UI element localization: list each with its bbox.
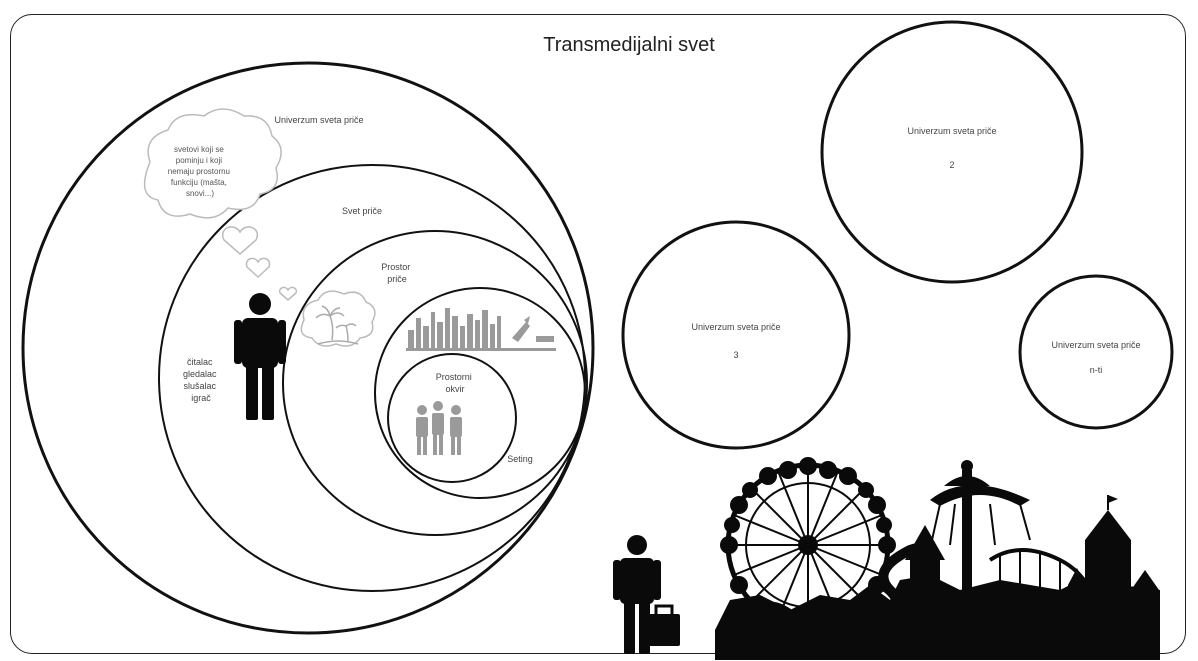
person-icon xyxy=(234,293,286,420)
story-space-label: Prostor priče xyxy=(381,262,413,284)
universe-3-label: Univerzum sveta priče xyxy=(691,322,780,332)
universe-3-number: 3 xyxy=(733,350,738,360)
story-world-circle xyxy=(158,164,586,592)
people-group-icon xyxy=(416,401,462,455)
heart-icon xyxy=(221,226,259,255)
universe-3-circle xyxy=(621,220,851,450)
universe-2-circle xyxy=(820,20,1084,284)
story-space-circle xyxy=(282,230,588,536)
other-universes xyxy=(621,20,1174,450)
palm-island-cloud xyxy=(300,290,376,347)
frame-circle xyxy=(387,353,517,483)
heart-icon xyxy=(245,257,271,279)
shopper-icon xyxy=(613,535,680,654)
main-universe-group xyxy=(21,61,595,635)
universe-label: Univerzum sveta priče xyxy=(274,115,363,125)
palm-tree-icon xyxy=(315,305,359,345)
setting-label: Seting xyxy=(507,454,533,464)
inner-space-circle xyxy=(374,287,586,499)
universe-circle xyxy=(21,61,595,635)
amusement-park-icon xyxy=(715,457,1160,660)
universe-n-circle xyxy=(1018,274,1174,430)
heart-icon-trail xyxy=(221,226,298,301)
thought-bubble-text: svetovi koji se pominju i koji nemaju pr… xyxy=(168,145,233,198)
thought-bubble: svetovi koji se pominju i koji nemaju pr… xyxy=(143,108,282,219)
diagram-title: Transmedijalni svet xyxy=(543,34,715,56)
heart-icon xyxy=(278,286,298,301)
story-world-label: Svet priče xyxy=(342,206,382,216)
frame-label: Prostorni okvir xyxy=(436,372,475,394)
universe-n-label: Univerzum sveta priče xyxy=(1051,340,1140,350)
city-skyline-icon xyxy=(406,308,556,351)
universe-2-number: 2 xyxy=(949,160,954,170)
audience-label: čitalac gledalac slušalac igrač xyxy=(183,357,219,403)
universe-2-label: Univerzum sveta priče xyxy=(907,126,996,136)
universe-n-number: n-ti xyxy=(1090,365,1103,375)
